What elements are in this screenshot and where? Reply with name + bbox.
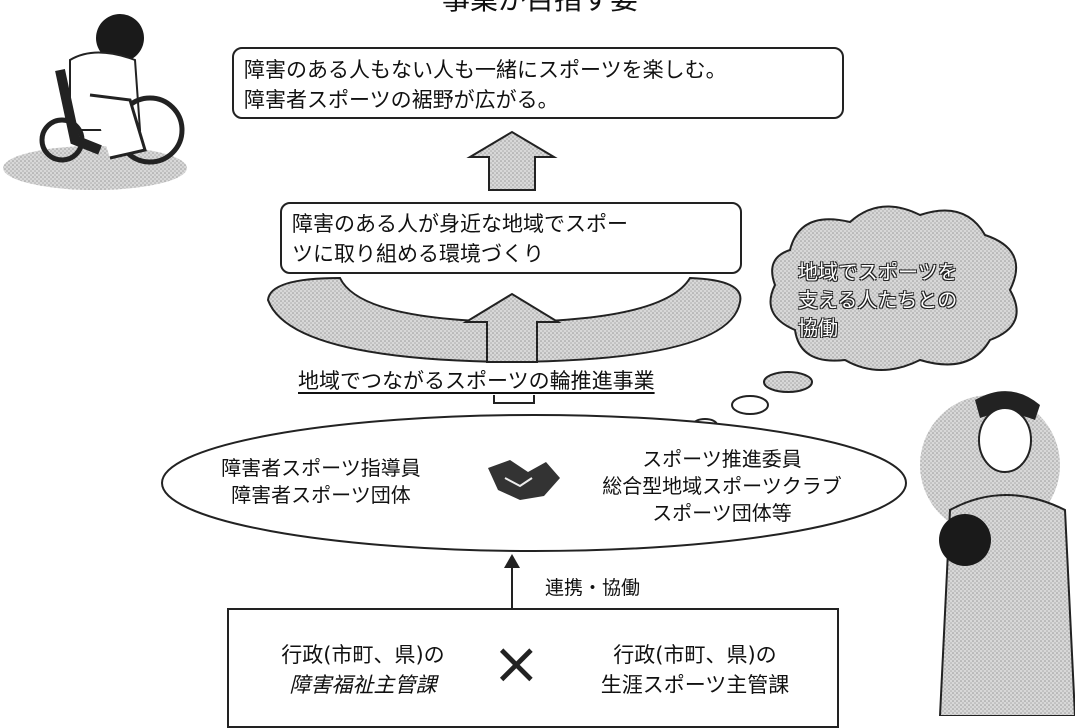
link-arrow-head [504, 554, 520, 568]
goal-line-2: 障害者スポーツの裾野が広がる。 [244, 88, 559, 112]
admin-sports: 行政(市町、県)の 生涯スポーツ主管課 [565, 640, 825, 700]
environment-line-1: 障害のある人が身近な地域でスポー [292, 212, 628, 236]
partner-right-3: スポーツ団体等 [652, 501, 792, 525]
cloud-line-1: 地域でスポーツを [798, 260, 958, 284]
environment-line-2: ツに取り組める環境づくり [292, 242, 544, 266]
cloud-line-3: 協働 [798, 316, 838, 340]
project-bracket [493, 395, 535, 404]
cloud-line-2: 支える人たちとの [798, 288, 958, 312]
partner-left-1: 障害者スポーツ指導員 [221, 456, 421, 480]
upward-arrow-middle [462, 292, 562, 363]
partner-left-2: 障害者スポーツ団体 [231, 483, 411, 507]
support-bowl-shape [266, 276, 742, 364]
link-label: 連携・協働 [545, 577, 641, 599]
project-title: 地域でつながるスポーツの輪推進事業 [298, 369, 655, 393]
goal-box: 障害のある人もない人も一緒にスポーツを楽しむ。 障害者スポーツの裾野が広がる。 [232, 47, 844, 119]
wheelchair-user-illustration [3, 14, 187, 190]
admin-left-line-2: 障害福祉主管課 [289, 673, 437, 697]
cross-symbol: × [492, 629, 541, 697]
admin-right-line-2: 生涯スポーツ主管課 [600, 673, 790, 697]
coach-illustration [920, 391, 1075, 716]
upward-arrow-top [466, 130, 558, 191]
admin-welfare: 行政(市町、県)の 障害福祉主管課 [258, 640, 468, 700]
handshake-icon [488, 460, 560, 500]
cloud-text: 地域でスポーツを 支える人たちとの 協働 [798, 258, 1008, 342]
admin-left-line-1: 行政(市町、県)の [281, 643, 445, 667]
page-title: 事業が目指す姿 [300, 0, 780, 16]
admin-right-line-1: 行政(市町、県)の [613, 643, 777, 667]
partner-right-2: 総合型地域スポーツクラブ [602, 474, 842, 498]
partners-left: 障害者スポーツ指導員 障害者スポーツ団体 [196, 455, 446, 509]
partner-right-1: スポーツ推進委員 [642, 447, 802, 471]
environment-box: 障害のある人が身近な地域でスポー ツに取り組める環境づくり [280, 202, 742, 274]
goal-line-1: 障害のある人もない人も一緒にスポーツを楽しむ。 [244, 58, 727, 82]
partners-right: スポーツ推進委員 総合型地域スポーツクラブ スポーツ団体等 [562, 446, 882, 527]
